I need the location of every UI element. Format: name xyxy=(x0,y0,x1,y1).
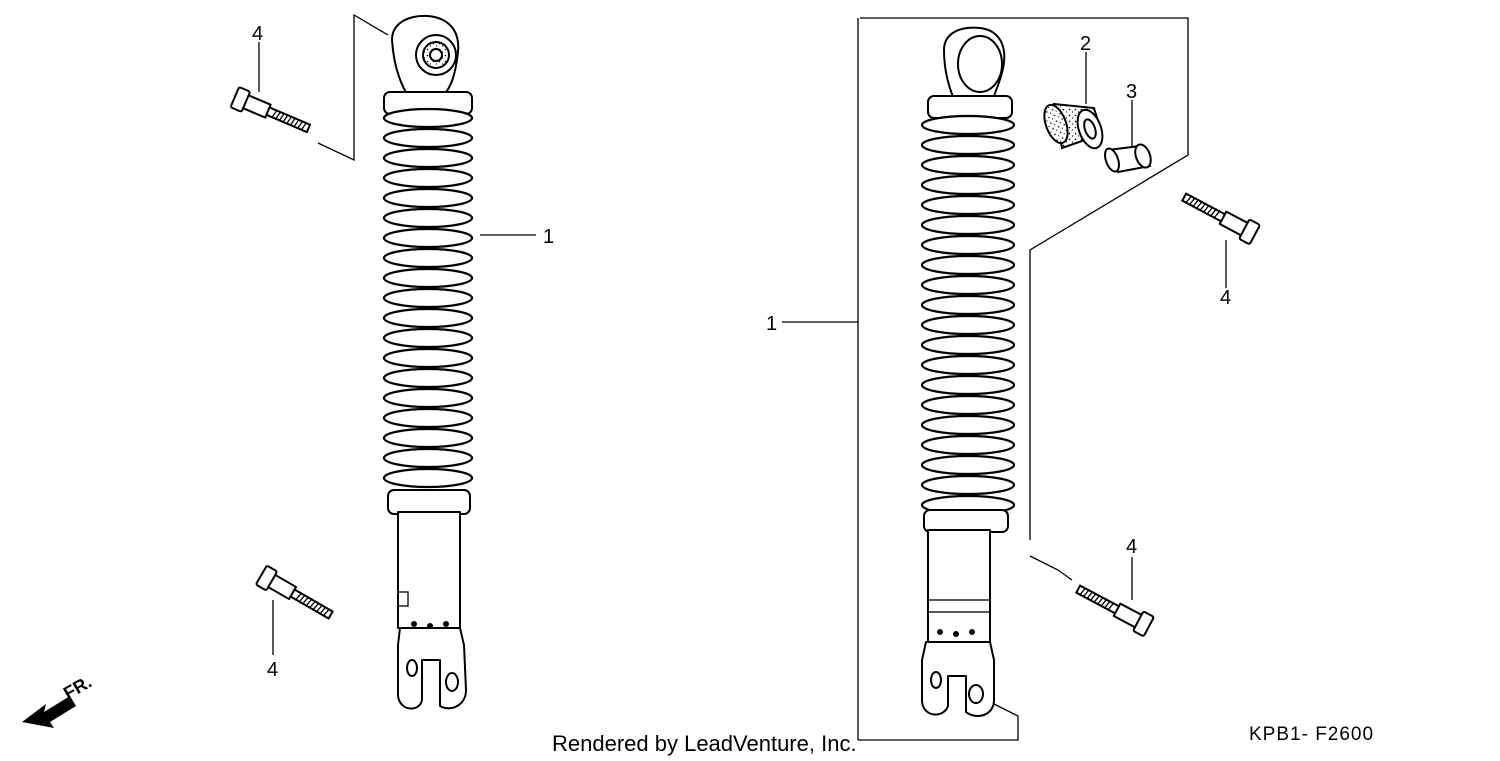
left-bottom-bolt xyxy=(254,564,338,626)
right-top-bolt xyxy=(1178,186,1261,246)
callout-right-bolt-top: 4 xyxy=(1220,287,1231,309)
front-label: FR. xyxy=(60,672,95,704)
right-shock-absorber xyxy=(920,26,1016,717)
right-bottom-bolt xyxy=(1072,578,1155,638)
front-arrow-icon xyxy=(22,696,76,728)
callout-left-shock: 1 xyxy=(543,226,554,248)
diagram-code: KPB1- F2600 xyxy=(1249,724,1374,745)
callout-left-bolt-bottom: 4 xyxy=(267,659,278,681)
right-leader-lines xyxy=(782,17,1227,741)
callout-left-bolt-top: 4 xyxy=(252,23,263,45)
callout-collar: 3 xyxy=(1126,81,1137,103)
collar xyxy=(1104,143,1152,173)
rubber-bushing xyxy=(1043,102,1104,150)
callout-right-bolt-bottom: 4 xyxy=(1126,536,1137,558)
render-credit: Rendered by LeadVenture, Inc. xyxy=(552,731,857,756)
left-shock-absorber xyxy=(382,14,474,710)
callout-bushing: 2 xyxy=(1080,33,1091,55)
left-top-bolt xyxy=(229,85,314,140)
callout-right-shock: 1 xyxy=(766,313,777,335)
front-direction-indicator: FR. xyxy=(22,672,95,728)
left-leader-lines xyxy=(258,13,536,655)
